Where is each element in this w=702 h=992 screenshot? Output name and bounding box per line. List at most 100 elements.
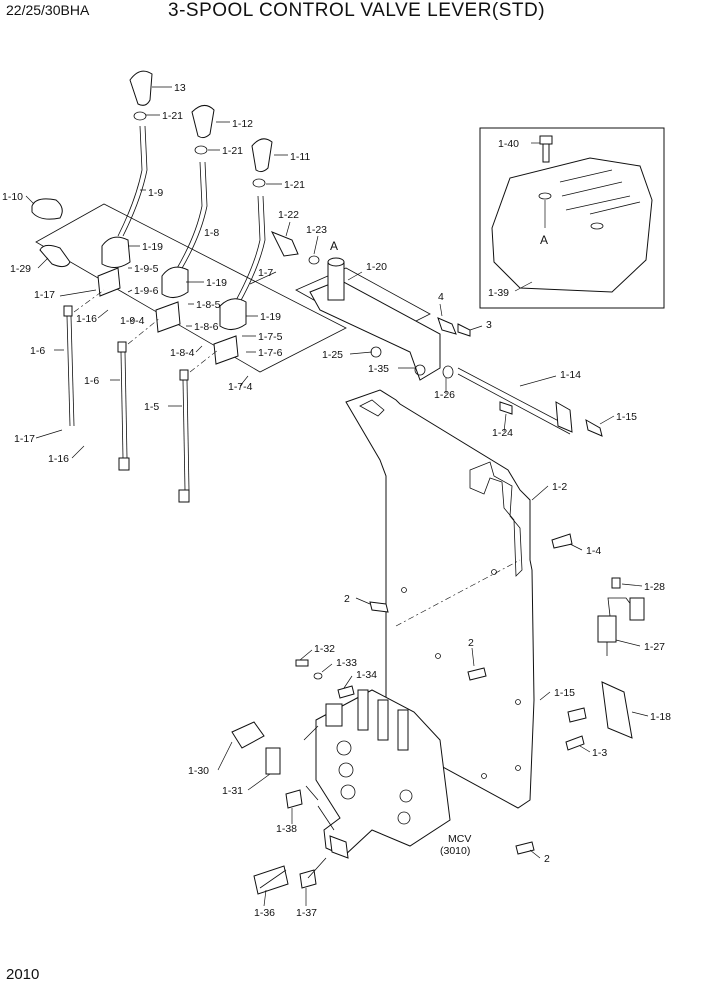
bolt-part-1-15: [567, 707, 587, 723]
model-code: 22/25/30BHA: [6, 2, 90, 18]
detail-ref-a: A: [330, 239, 338, 253]
bolt-part-3: [457, 323, 471, 337]
callout-1-20: 1-20: [366, 261, 387, 273]
collar-part-1-26: [442, 365, 454, 379]
nut-part-1-21: [194, 145, 208, 155]
callout-1-18: 1-18: [650, 711, 671, 723]
bolt-part-1-32: [295, 659, 309, 667]
callout-1-23: 1-23: [306, 224, 327, 236]
callout-1-19: 1-19: [142, 241, 163, 253]
callout-1-15: 1-15: [554, 687, 575, 699]
bolt-part-1-15: [585, 419, 603, 437]
callout-2: 2: [468, 637, 474, 649]
callout-1-30: 1-30: [188, 765, 209, 777]
pin-part-1-29: [39, 244, 71, 268]
callout-1-27: 1-27: [644, 641, 665, 653]
detail-ref-a-box: A: [540, 233, 548, 247]
callout-1-2: 1-2: [552, 481, 567, 493]
page-title: 3-SPOOL CONTROL VALVE LEVER(STD): [168, 0, 546, 21]
callout-1-31: 1-31: [222, 785, 243, 797]
pin-part-1-35: [414, 364, 426, 376]
bracket-part-1-18: [601, 681, 633, 739]
lever-part-1-7: [233, 195, 266, 305]
callout-1-32: 1-32: [314, 643, 335, 655]
callout-1-6: 1-6: [30, 345, 45, 357]
callout-1-38: 1-38: [276, 823, 297, 835]
knob-part-13: [129, 70, 153, 106]
boot-part-1-19: [101, 236, 131, 268]
callout-1-8: 1-8: [204, 227, 219, 239]
callout-1-22: 1-22: [278, 209, 299, 221]
bolt-part-1-3: [565, 735, 585, 751]
cover-part-1-39: [491, 157, 653, 293]
knob-part-1-12: [191, 105, 215, 139]
callout-1-9-5: 1-9-5: [134, 263, 159, 275]
callout-1-6: 1-6: [84, 375, 99, 387]
bolt-part-1-4: [551, 533, 573, 549]
callout-1-39: 1-39: [488, 287, 509, 299]
control-valve-mcv: [315, 689, 451, 859]
callout-1-19: 1-19: [260, 311, 281, 323]
callout-1-8-6: 1-8-6: [194, 321, 219, 333]
callout-1-19: 1-19: [206, 277, 227, 289]
screw-part-1-28: [611, 577, 621, 589]
callout-1-10: 1-10: [2, 191, 23, 203]
nut-part-4: [437, 317, 457, 335]
knob-part-1-11: [251, 138, 273, 173]
plate-part-1-31: [265, 747, 281, 775]
fitting-part-1-38: [285, 789, 303, 809]
callout-1-21: 1-21: [222, 145, 243, 157]
switch-part-1-27: [597, 597, 645, 656]
callout-2: 2: [344, 593, 350, 605]
callout-1-21: 1-21: [162, 110, 183, 122]
callout-1-17: 1-17: [14, 433, 35, 445]
mcv-code: (3010): [440, 845, 470, 857]
link-part-1-5: [178, 369, 190, 503]
callout-1-7-6: 1-7-6: [258, 347, 283, 359]
callout-1-7: 1-7: [258, 267, 273, 279]
callout-labels: 13 1-21 1-12 1-21 1-11 1-21 1-10 1-9 1-2…: [2, 82, 671, 919]
callout-1-9: 1-9: [148, 187, 163, 199]
callout-1-25: 1-25: [322, 349, 343, 361]
callout-1-33: 1-33: [336, 657, 357, 669]
callout-1-7-4: 1-7-4: [228, 381, 253, 393]
pin-part-1-25: [370, 346, 382, 358]
link-part-1-6: [63, 305, 75, 427]
callout-1-34: 1-34: [356, 669, 377, 681]
shaft-part-1-14: [457, 367, 573, 435]
callout-1-24: 1-24: [492, 427, 513, 439]
callout-2: 2: [544, 853, 550, 865]
block-part-1-9: [97, 267, 121, 297]
callout-1-8-4: 1-8-4: [170, 347, 195, 359]
washer-part-1-23: [308, 255, 320, 265]
callout-1-3: 1-3: [592, 747, 607, 759]
callout-4: 4: [438, 291, 444, 303]
page-number: 2010: [6, 966, 40, 983]
mcv-label: MCV: [448, 833, 471, 845]
plug-part-1-10: [31, 198, 63, 220]
callout-1-17: 1-17: [34, 289, 55, 301]
fitting-part-1-37: [299, 869, 317, 889]
bracket-part-1-20: [309, 257, 441, 381]
lever-part-1-9: [117, 125, 148, 237]
callout-1-11: 1-11: [290, 151, 310, 163]
callout-1-14: 1-14: [560, 369, 581, 381]
link-part-1-6: [117, 341, 130, 471]
block-part-1-8: [155, 301, 181, 333]
callout-1-8-5: 1-8-5: [196, 299, 221, 311]
connector-part-1-30: [231, 721, 265, 749]
callout-1-9-6: 1-9-6: [134, 285, 159, 297]
grease-fitting-part-1-22: [270, 231, 299, 257]
bolt-part-1-40: [539, 135, 553, 163]
callout-1-28: 1-28: [644, 581, 665, 593]
callout-1-12: 1-12: [232, 118, 253, 130]
boot-part-1-19: [161, 266, 189, 298]
boot-part-1-19: [219, 298, 247, 330]
nut-part-1-21: [133, 111, 147, 121]
bolt-part-2: [515, 841, 535, 855]
callout-1-9-4: 1-9-4: [120, 315, 145, 327]
callout-13: 13: [174, 82, 186, 94]
callout-1-29: 1-29: [10, 263, 31, 275]
callout-1-36: 1-36: [254, 907, 275, 919]
lever-part-1-8: [175, 161, 208, 271]
